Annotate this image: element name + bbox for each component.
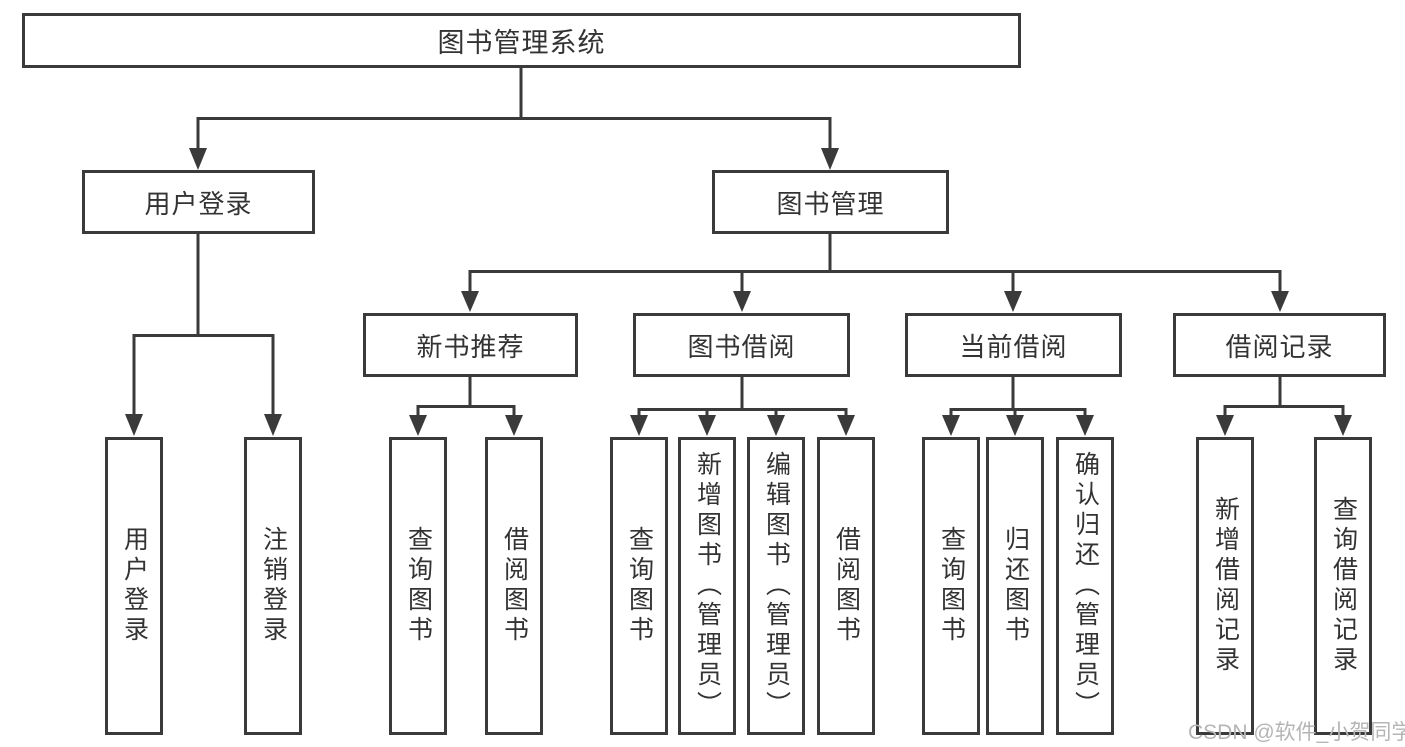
new-book-to-leaves-connector [409,377,523,436]
current-borrow-to-leaves-connector [942,377,1094,436]
leaf-label: 编辑图书（管理员） [762,451,791,721]
leaf-label: 查询图书 [625,526,654,646]
leaf-label: 查询图书 [937,526,966,646]
user-login-to-leaves-connector [125,233,282,436]
root-to-level2-connector [189,68,839,170]
leaf-label: 借阅图书 [500,526,529,646]
book-management-to-level3-connector [461,233,1289,312]
leaf-user-login: 用户登录 [105,437,163,735]
leaf-borrow-query-books: 查询图书 [610,437,668,735]
leaf-label: 确认归还（管理员） [1071,451,1100,721]
leaf-borrow-add-books-admin: 新增图书（管理员） [678,437,736,735]
leaf-newbook-borrow-books: 借阅图书 [485,437,543,735]
borrow-records-to-leaves-connector [1216,377,1352,436]
leaf-current-confirm-return-admin: 确认归还（管理员） [1056,437,1114,735]
leaf-borrow-edit-books-admin: 编辑图书（管理员） [747,437,805,735]
node-label: 借阅记录 [1225,331,1334,362]
node-book-management: 图书管理 [712,170,949,234]
leaf-records-query-record: 查询借阅记录 [1314,437,1372,735]
leaf-label: 查询图书 [404,526,433,646]
node-current-borrow: 当前借阅 [905,313,1122,377]
node-label: 用户登录 [144,188,253,219]
node-book-borrow: 图书借阅 [633,313,850,377]
leaf-current-return-books: 归还图书 [986,437,1044,735]
leaf-logout: 注销登录 [244,437,302,735]
leaf-label: 归还图书 [1001,526,1030,646]
leaf-newbook-query-books: 查询图书 [389,437,447,735]
node-label: 新书推荐 [416,331,525,362]
leaf-label: 新增借阅记录 [1211,496,1240,676]
node-label: 图书管理系统 [437,28,606,58]
node-label: 图书借阅 [687,331,796,362]
leaf-borrow-borrow-books: 借阅图书 [817,437,875,735]
leaf-label: 用户登录 [120,526,149,646]
node-user-login: 用户登录 [82,170,315,234]
node-library-management-system: 图书管理系统 [22,13,1021,68]
leaf-label: 注销登录 [259,526,288,646]
leaf-label: 新增图书（管理员） [693,451,722,721]
leaf-current-query-books: 查询图书 [922,437,980,735]
node-borrow-records: 借阅记录 [1173,313,1386,377]
leaf-records-add-record: 新增借阅记录 [1196,437,1254,735]
leaf-label: 查询借阅记录 [1329,496,1358,676]
leaf-label: 借阅图书 [832,526,861,646]
node-label: 当前借阅 [959,331,1068,362]
csdn-watermark: CSDN @软件_小贺同学 [1188,721,1405,744]
node-label: 图书管理 [776,188,885,219]
node-new-book-recommend: 新书推荐 [363,313,578,377]
book-borrow-to-leaves-connector [630,377,855,436]
